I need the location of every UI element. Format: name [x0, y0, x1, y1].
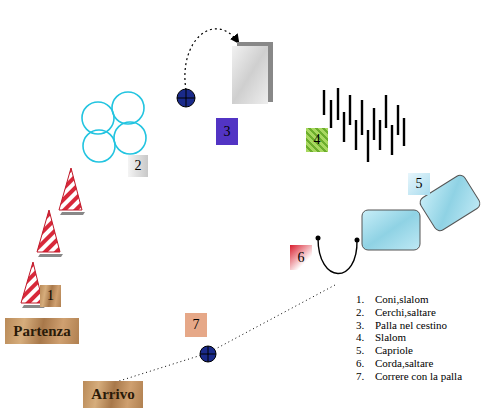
callout-number-box: 7 — [185, 313, 207, 337]
node-text: 6 — [298, 251, 305, 265]
node-text: 2 — [135, 159, 142, 173]
slalom-sticks — [324, 88, 404, 162]
legend-number: 7. — [356, 370, 364, 382]
node-text: 1 — [47, 289, 54, 303]
legend-number: 2. — [356, 306, 364, 318]
legend-item: Capriole — [375, 344, 413, 356]
legend-number: 6. — [356, 357, 364, 369]
callout-number-box: 1 — [40, 285, 61, 307]
legend-number: 5. — [356, 344, 364, 356]
node-text: 4 — [314, 133, 321, 147]
run-path — [100, 285, 335, 387]
node-text: 7 — [193, 318, 200, 332]
node-text: 3 — [224, 125, 231, 139]
mats — [362, 173, 482, 250]
node-text: Partenza — [13, 324, 70, 339]
hoops — [82, 92, 146, 162]
callout-number-box: 4 — [306, 128, 328, 152]
ball — [200, 346, 216, 362]
cones — [21, 168, 85, 308]
callout-number-box: 6 — [290, 245, 312, 270]
callout-number-box: 5 — [408, 173, 430, 195]
legend-item: Cerchi,saltare — [375, 306, 436, 318]
throw-arc — [185, 29, 238, 90]
callout-number-box: 3 — [216, 118, 238, 145]
legend-item: Corda,saltare — [375, 357, 433, 369]
legend-item: Correre con la palla — [375, 370, 462, 382]
legend-number: 3. — [356, 319, 364, 331]
start-box: Partenza — [5, 318, 79, 344]
finish-box: Arrivo — [83, 381, 143, 408]
legend-number: 4. — [356, 331, 364, 343]
node-text: 5 — [416, 177, 423, 191]
rope — [316, 236, 360, 274]
callout-number-box: 2 — [128, 155, 148, 177]
basket — [232, 46, 268, 104]
legend-number: 1. — [356, 293, 364, 305]
legend-item: Slalom — [375, 331, 406, 343]
ball — [177, 89, 195, 107]
node-text: Arrivo — [91, 387, 134, 402]
legend-item: Coni,slalom — [375, 293, 428, 305]
legend-item: Palla nel cestino — [375, 319, 447, 331]
